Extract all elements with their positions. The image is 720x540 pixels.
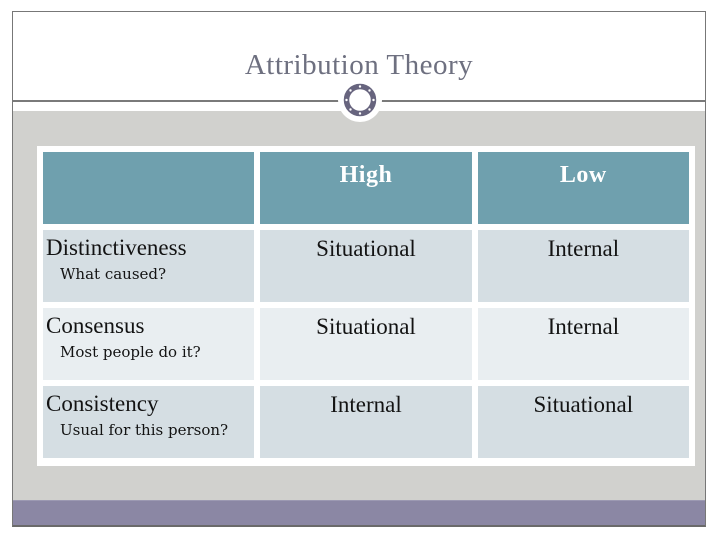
table-cell-high: Situational (260, 230, 472, 302)
row-question: What caused? (60, 265, 167, 284)
table-cell-low: Situational (477, 386, 689, 458)
table-row-label-cell: Distinctiveness What caused? (43, 230, 255, 302)
header-cell-empty (43, 152, 255, 224)
row-label: Distinctiveness (46, 235, 187, 260)
table-cell-high: Internal (260, 386, 472, 458)
footer-accent-bar (13, 500, 705, 525)
table-cell-low: Internal (477, 230, 689, 302)
table-row-label-cell: Consensus Most people do it? (43, 308, 255, 380)
attribution-table: High Low Distinctiveness What caused? Si… (37, 146, 695, 466)
row-label: Consistency (46, 391, 159, 416)
row-question: Usual for this person? (60, 421, 229, 440)
table-cell-high: Situational (260, 308, 472, 380)
header-cell-high: High (260, 152, 472, 224)
row-question: Most people do it? (60, 343, 201, 362)
circle-ornament-icon (338, 78, 382, 122)
slide-title: Attribution Theory (244, 48, 474, 81)
header-cell-low: Low (477, 152, 689, 224)
table-row-label-cell: Consistency Usual for this person? (43, 386, 255, 458)
row-label: Consensus (46, 313, 145, 338)
table-cell-low: Internal (477, 308, 689, 380)
